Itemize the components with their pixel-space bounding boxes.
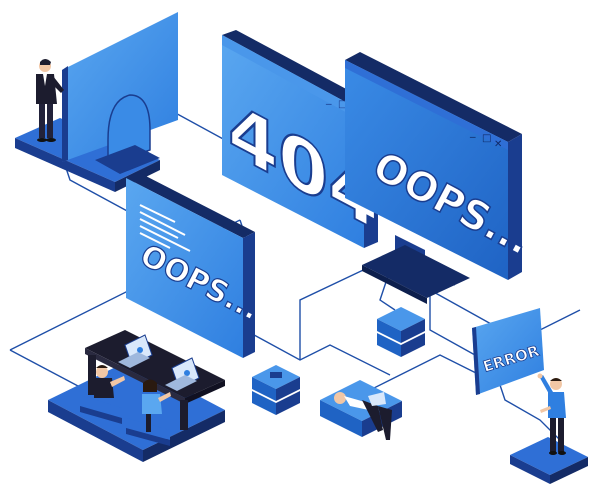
platform-resting-person	[320, 380, 402, 440]
laptop-left	[118, 334, 153, 368]
window-restore-icon[interactable]: □	[482, 133, 491, 144]
man-in-suit-figure	[36, 59, 64, 142]
text-lines-decoration	[139, 204, 191, 252]
office-worker-man	[80, 365, 125, 424]
platform-bottom-right	[510, 437, 588, 484]
server-stack-center	[377, 307, 425, 357]
window-minimize-icon[interactable]: _	[325, 92, 332, 105]
laptop-right	[165, 357, 200, 391]
monitor-back-view	[62, 12, 178, 174]
monitor-oops-left: OOPS...	[126, 172, 266, 358]
office-worker-woman	[126, 379, 171, 446]
window-close-icon[interactable]: ✕	[494, 139, 502, 150]
error-sign-board: ERROR	[472, 308, 544, 395]
window-minimize-icon[interactable]: _	[469, 125, 476, 138]
server-stack-bottom	[252, 365, 300, 415]
window-restore-icon[interactable]: □	[338, 99, 347, 110]
monitor-oops-right: _ □ ✕ OOPS...	[345, 52, 539, 304]
pointing-man-figure	[537, 373, 566, 455]
